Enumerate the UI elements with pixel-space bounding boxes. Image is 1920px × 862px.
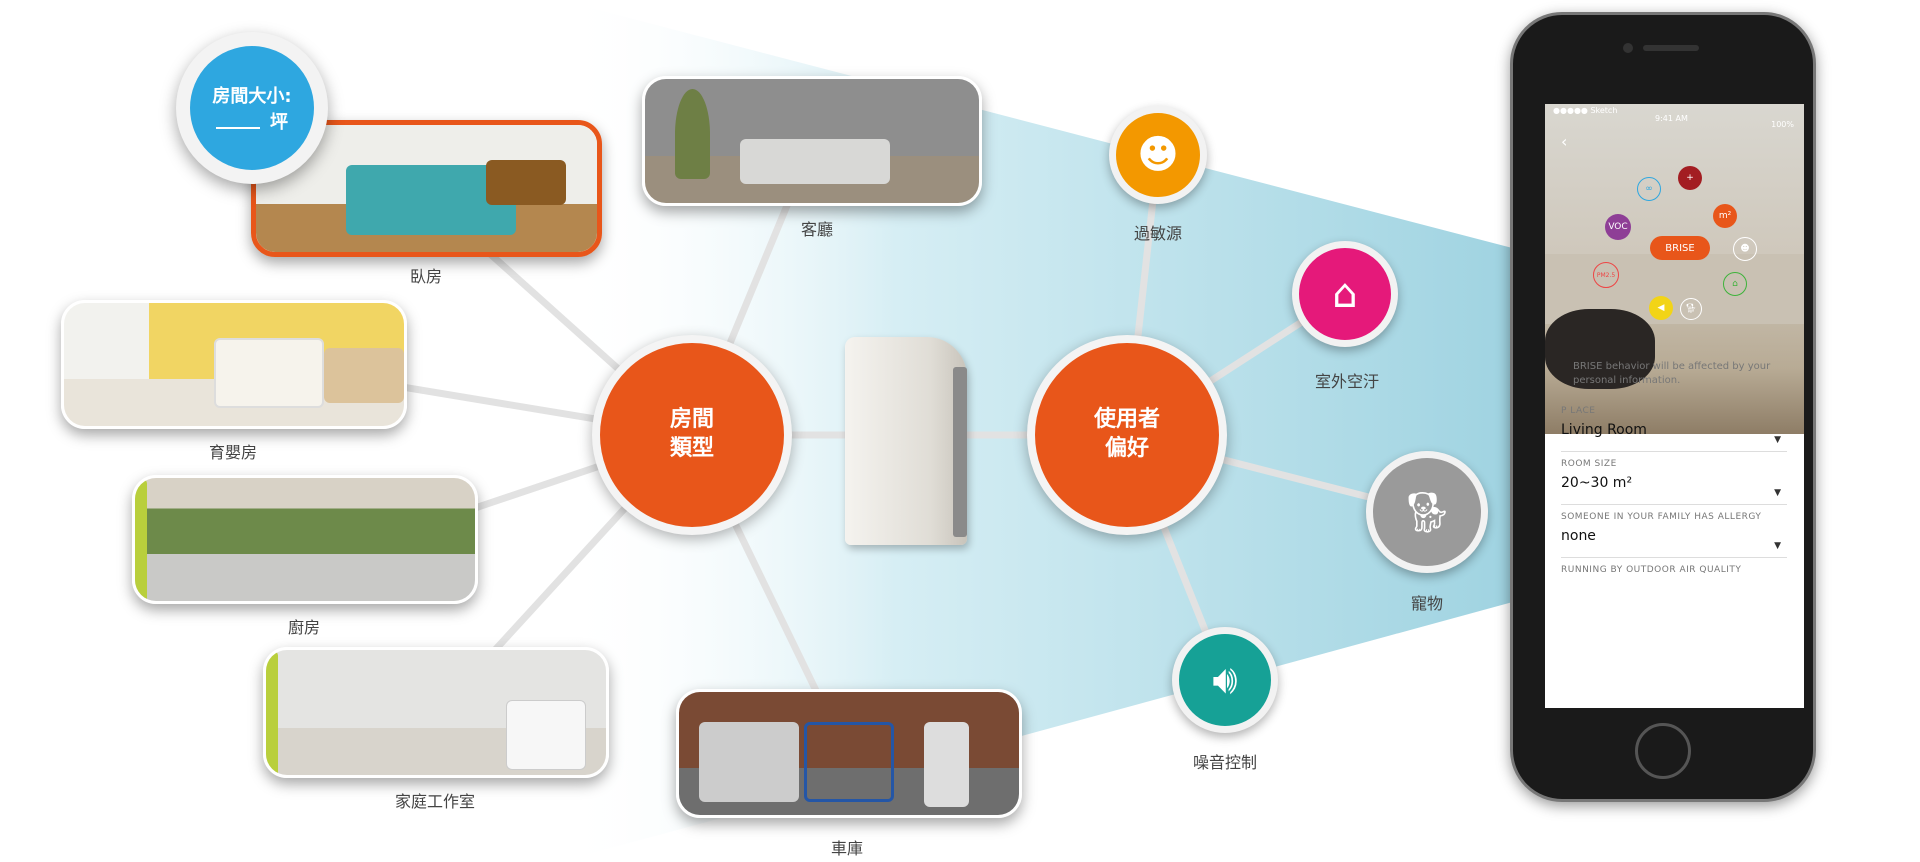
- pm25-node[interactable]: PM2.5: [1593, 262, 1619, 288]
- room-label-nursery: 育嬰房: [208, 443, 258, 462]
- hub-room-type: 房間 類型: [592, 335, 792, 535]
- place-value: Living Room: [1561, 422, 1647, 438]
- room-card-bedroom[interactable]: [251, 120, 602, 257]
- status-time: 9:41 AM: [1655, 114, 1688, 123]
- room-size-field-label: ROOM SIZE: [1561, 459, 1617, 469]
- room-size-value: 20~30 m²: [1561, 475, 1633, 491]
- brise-node[interactable]: BRISE: [1650, 236, 1710, 260]
- voc-label: VOC: [1608, 222, 1628, 232]
- room-card-kitchen[interactable]: [132, 475, 478, 604]
- link-node[interactable]: ∞: [1637, 177, 1661, 201]
- noise-node[interactable]: ◀: [1649, 296, 1673, 320]
- air-purifier-image: [845, 337, 967, 545]
- room-label-garage: 車庫: [830, 839, 864, 858]
- room-size-select[interactable]: ROOM SIZE 20~30 m² ▼: [1561, 459, 1787, 505]
- allergy-select[interactable]: SOMEONE IN YOUR FAMILY HAS ALLERGY none ▼: [1561, 512, 1787, 558]
- room-card-nursery[interactable]: [61, 300, 407, 429]
- speaker-icon: 🔊︎: [1212, 657, 1238, 703]
- phone-screen: ●●●●● Sketch 9:41 AM 100% ‹ BRISE VOC m²…: [1545, 104, 1804, 708]
- room-size-label: 房間大小:: [212, 86, 292, 107]
- back-icon[interactable]: ‹: [1561, 132, 1568, 151]
- home-button[interactable]: [1635, 723, 1691, 779]
- outdoor-field[interactable]: RUNNING BY OUTDOOR AIR QUALITY: [1561, 565, 1787, 585]
- dropdown-arrow-icon: ▼: [1774, 541, 1781, 551]
- description-text: BRISE behavior will be affected by your …: [1573, 361, 1771, 386]
- hub-room-type-label: 房間 類型: [669, 407, 714, 461]
- pref-pet[interactable]: 🐕︎: [1366, 451, 1488, 573]
- room-label-kitchen: 廚房: [287, 618, 321, 637]
- pref-allergen[interactable]: ☻: [1109, 106, 1207, 204]
- outdoor-node[interactable]: ⌂: [1723, 272, 1747, 296]
- hub-user-pref-label: 使用者 偏好: [1093, 407, 1160, 461]
- voc-node[interactable]: VOC: [1605, 214, 1631, 240]
- dog-icon: 🐕︎: [1401, 489, 1453, 536]
- dropdown-arrow-icon: ▼: [1774, 435, 1781, 445]
- hub-user-preference: 使用者 偏好: [1027, 335, 1227, 535]
- pm25-label: PM2.5: [1596, 271, 1616, 279]
- health-node[interactable]: +: [1678, 166, 1702, 190]
- room-size-node[interactable]: m²: [1713, 204, 1737, 228]
- dropdown-arrow-icon: ▼: [1774, 488, 1781, 498]
- allergy-label: SOMEONE IN YOUR FAMILY HAS ALLERGY: [1561, 512, 1762, 522]
- status-battery: 100%: [1771, 120, 1794, 129]
- pref-noise[interactable]: 🔊︎: [1172, 627, 1278, 733]
- room-label-living: 客廳: [800, 220, 834, 239]
- person-breath-icon: ☻: [1137, 132, 1179, 178]
- factory-house-icon: ⌂: [1332, 271, 1358, 317]
- place-label: P LACE: [1561, 406, 1596, 416]
- outdoor-label: RUNNING BY OUTDOOR AIR QUALITY: [1561, 565, 1742, 575]
- m2-label: m²: [1718, 211, 1732, 221]
- pref-label-outdoor: 室外空汙: [1314, 372, 1380, 391]
- room-card-studio[interactable]: [263, 647, 609, 778]
- room-size-bubble: 房間大小: 坪: [176, 32, 328, 184]
- room-card-living[interactable]: [642, 76, 982, 206]
- room-size-blank: [216, 127, 260, 129]
- room-label-bedroom: 臥房: [409, 267, 443, 286]
- living-room-photo: ●●●●● Sketch 9:41 AM 100% ‹ BRISE VOC m²…: [1545, 104, 1804, 434]
- allergen-node[interactable]: ☻: [1733, 237, 1757, 261]
- status-carrier: ●●●●● Sketch: [1553, 106, 1618, 115]
- brise-label: BRISE: [1665, 242, 1695, 254]
- room-size-unit: 坪: [270, 112, 288, 133]
- pet-node[interactable]: 🐕︎: [1680, 298, 1702, 320]
- room-label-studio: 家庭工作室: [394, 792, 476, 811]
- pref-outdoor[interactable]: ⌂: [1292, 241, 1398, 347]
- pref-label-pet: 寵物: [1410, 594, 1444, 613]
- pref-label-allergen: 過敏源: [1133, 224, 1183, 243]
- place-select[interactable]: P LACE Living Room ▼: [1561, 406, 1787, 452]
- pref-label-noise: 噪音控制: [1192, 753, 1258, 772]
- room-card-garage[interactable]: [676, 689, 1022, 818]
- allergy-value: none: [1561, 528, 1596, 544]
